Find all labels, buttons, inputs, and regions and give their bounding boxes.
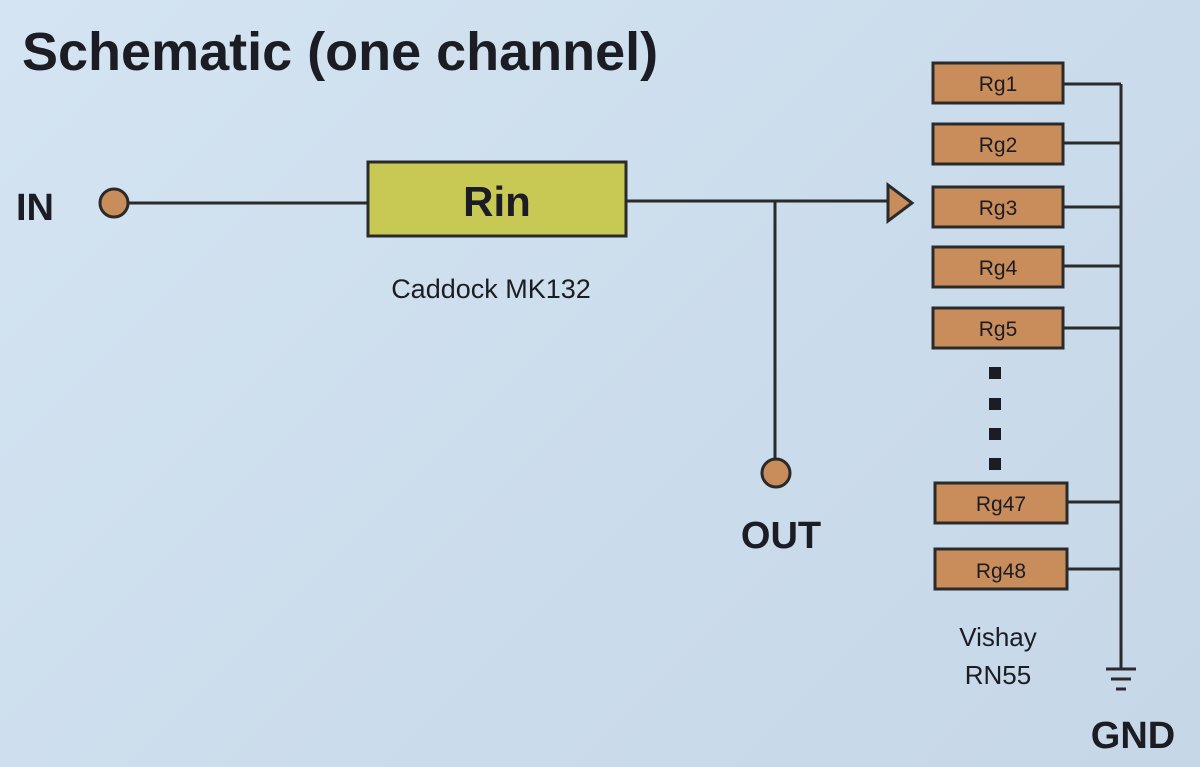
rin-resistor [366, 160, 628, 238]
rin-label: Rin [463, 178, 531, 225]
rin-part-label: Caddock MK132 [391, 274, 591, 304]
rg-part-label-line2: RN55 [965, 660, 1031, 690]
ground-icon [1106, 667, 1136, 691]
rg-label: Rg3 [979, 197, 1018, 220]
rg-resistor-2: Rg2 [931, 122, 1121, 166]
rg-label: Rg4 [979, 257, 1018, 280]
ellipsis-dots-icon [989, 367, 1001, 470]
rg-resistor-3: Rg3 [931, 185, 1121, 229]
output-label: OUT [741, 515, 821, 557]
output-terminal [760, 457, 792, 489]
rg-label: Rg5 [979, 318, 1018, 341]
rg-resistor-5: Rg5 [931, 306, 1121, 350]
input-label: IN [16, 187, 54, 229]
rg-resistor-1: Rg1 [931, 61, 1121, 105]
rg-label: Rg48 [976, 560, 1026, 583]
ground-label: GND [1091, 715, 1175, 757]
rg-resistor-4: Rg4 [931, 245, 1121, 289]
rg-label: Rg2 [979, 134, 1018, 157]
rg-label: Rg1 [979, 73, 1018, 96]
input-terminal [98, 187, 130, 219]
rg-label: Rg47 [976, 493, 1026, 516]
page-title: Schematic (one channel) [22, 22, 658, 82]
rg-resistor-48: Rg48 [933, 547, 1121, 591]
rg-part-label-line1: Vishay [959, 622, 1037, 652]
rg-resistor-47: Rg47 [933, 481, 1121, 525]
selector-arrow-icon [886, 182, 915, 224]
